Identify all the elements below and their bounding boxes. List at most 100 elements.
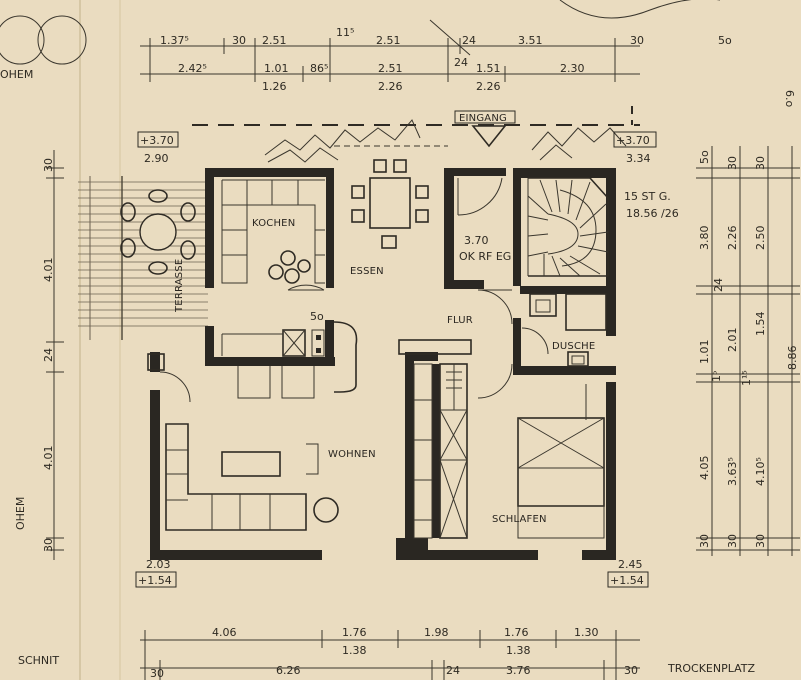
kitchen-fixtures [221, 179, 358, 399]
level-bl-top: 2.03 [146, 558, 171, 571]
dim-bottom1-sub-0: 1.38 [342, 644, 367, 657]
dim-right2-4: 3.63⁵ [726, 457, 739, 486]
dim-bottom1-3: 1.76 [504, 626, 529, 639]
dim-top1-0: 1.37⁵ [160, 34, 189, 47]
room-label-eingang: EINGANG [459, 113, 507, 124]
tree-symbols [0, 0, 720, 65]
level-br-top: 2.45 [618, 558, 643, 571]
level-box-bl [135, 571, 177, 588]
door-arc [477, 363, 513, 399]
entrance-label-box [454, 110, 516, 124]
right-dimensions [696, 146, 800, 556]
bottom-dimensions [140, 630, 640, 680]
dim-right3-1: 2.50 [754, 226, 767, 251]
dim-right2-1: 2.26 [726, 226, 739, 251]
dim-bottom1-sub-1: 1.38 [506, 644, 531, 657]
dim-bottom2-3: 3.76 [506, 664, 531, 677]
dim-top1-3: 11⁵ [336, 26, 354, 39]
dim-right1-5: 4.05 [698, 456, 711, 481]
level-tr-sub: 3.34 [626, 152, 651, 165]
room-label-essen: ESSEN [350, 266, 384, 277]
dim-right3-4: 30 [754, 534, 767, 548]
dim-right1-4: 1⁵ [710, 371, 723, 382]
dim-right1-0: 5o [698, 150, 711, 164]
dim-top1-1: 30 [232, 34, 246, 47]
dim-bottom1-1: 1.76 [342, 626, 367, 639]
dim-left-2: 24 [42, 348, 55, 362]
dim-left-1: 4.01 [42, 258, 55, 283]
note-bottom-left: SCHNIT [18, 654, 59, 667]
staircase [527, 177, 609, 277]
terrace-area [78, 176, 208, 340]
shower-room-fixtures [521, 293, 607, 367]
level-tl: +3.70 [140, 134, 174, 147]
room-label-dusche: DUSCHE [552, 341, 595, 352]
dim-top2-2: 86⁵ [310, 62, 328, 75]
dim-right1-1: 3.80 [698, 226, 711, 251]
walls [150, 168, 616, 560]
dim-right2-3: 1¹⁵ [740, 370, 753, 386]
dim-bottom1-4: 1.30 [574, 626, 599, 639]
level-box-tr [613, 131, 657, 148]
dim-bottom1-2: 1.98 [424, 626, 449, 639]
level-box-tl [137, 131, 179, 148]
dim-left-4: 30 [42, 538, 55, 552]
room-label-kochen: KOCHEN [252, 218, 295, 229]
dim-top1-6: 3.51 [518, 34, 543, 47]
door-arc [477, 289, 513, 325]
dim-top1-4: 2.51 [376, 34, 401, 47]
note-kitchen-small: 5o [310, 310, 324, 323]
dim-left-3: 4.01 [42, 446, 55, 471]
room-label-schlafen: SCHLAFEN [492, 514, 547, 525]
room-label-terrasse: TERRASSE [174, 259, 185, 313]
room-label-wohnen: WOHNEN [328, 449, 376, 460]
dim-right3-0: 30 [754, 156, 767, 170]
dim-left-0: 30 [42, 158, 55, 172]
left-dimensions [46, 150, 64, 560]
dim-top2-3: 2.51 [378, 62, 403, 75]
dim-bottom2-2: 24 [446, 664, 460, 677]
dim-top2-mid: 24 [454, 56, 468, 69]
note-level-value: 3.70 [464, 234, 489, 247]
room-label-flur: FLUR [447, 315, 473, 326]
dim-right3-3: 4.10⁵ [754, 457, 767, 486]
dim-top1-2: 2.51 [262, 34, 287, 47]
level-box-br [607, 571, 649, 588]
bed [517, 384, 605, 539]
dim-right1-3: 1.01 [698, 340, 711, 365]
dim-bottom1-0: 4.06 [212, 626, 237, 639]
dim-right1-2: 24 [712, 278, 725, 292]
dim-top2-4: 1.51 [476, 62, 501, 75]
dim-right2-0: 30 [726, 156, 739, 170]
dim-right-total: 8.86 [786, 346, 799, 371]
dim-top2-sub-2: 2.26 [476, 80, 501, 93]
dim-bottom2-0: 30 [150, 667, 164, 680]
dim-right3-2: 1.54 [754, 312, 767, 337]
dim-top2-sub-1: 2.26 [378, 80, 403, 93]
note-right-edge: 6.o [783, 90, 796, 107]
dim-top2-5: 2.30 [560, 62, 585, 75]
dim-top2-0: 2.42⁵ [178, 62, 207, 75]
dim-corner-tr: 5o [718, 34, 732, 47]
dim-top1-7: 30 [630, 34, 644, 47]
entrance-door-arc [457, 177, 503, 216]
dim-bottom2-1: 6.26 [276, 664, 301, 677]
dim-top2-sub-0: 1.26 [262, 80, 287, 93]
dim-right2-2: 2.01 [726, 328, 739, 353]
top-dimensions [140, 38, 640, 82]
dim-right2-5: 30 [726, 534, 739, 548]
note-stairs-ratio: 18.56 /26 [626, 207, 679, 220]
dim-bottom2-4: 30 [624, 664, 638, 677]
dim-right1-6: 30 [698, 534, 711, 548]
shrub-symbols [264, 119, 627, 163]
level-bl: +1.54 [138, 574, 172, 587]
entrance-arrow [471, 125, 507, 148]
wardrobe [398, 339, 472, 539]
level-tl-sub: 2.90 [144, 152, 169, 165]
note-top-left: OHEM [0, 68, 33, 81]
note-stairs-count: 15 ST G. [624, 190, 671, 203]
level-tr: +3.70 [616, 134, 650, 147]
note-level-ref: OK RF EG [459, 250, 511, 263]
dim-top1-5: 24 [462, 34, 476, 47]
